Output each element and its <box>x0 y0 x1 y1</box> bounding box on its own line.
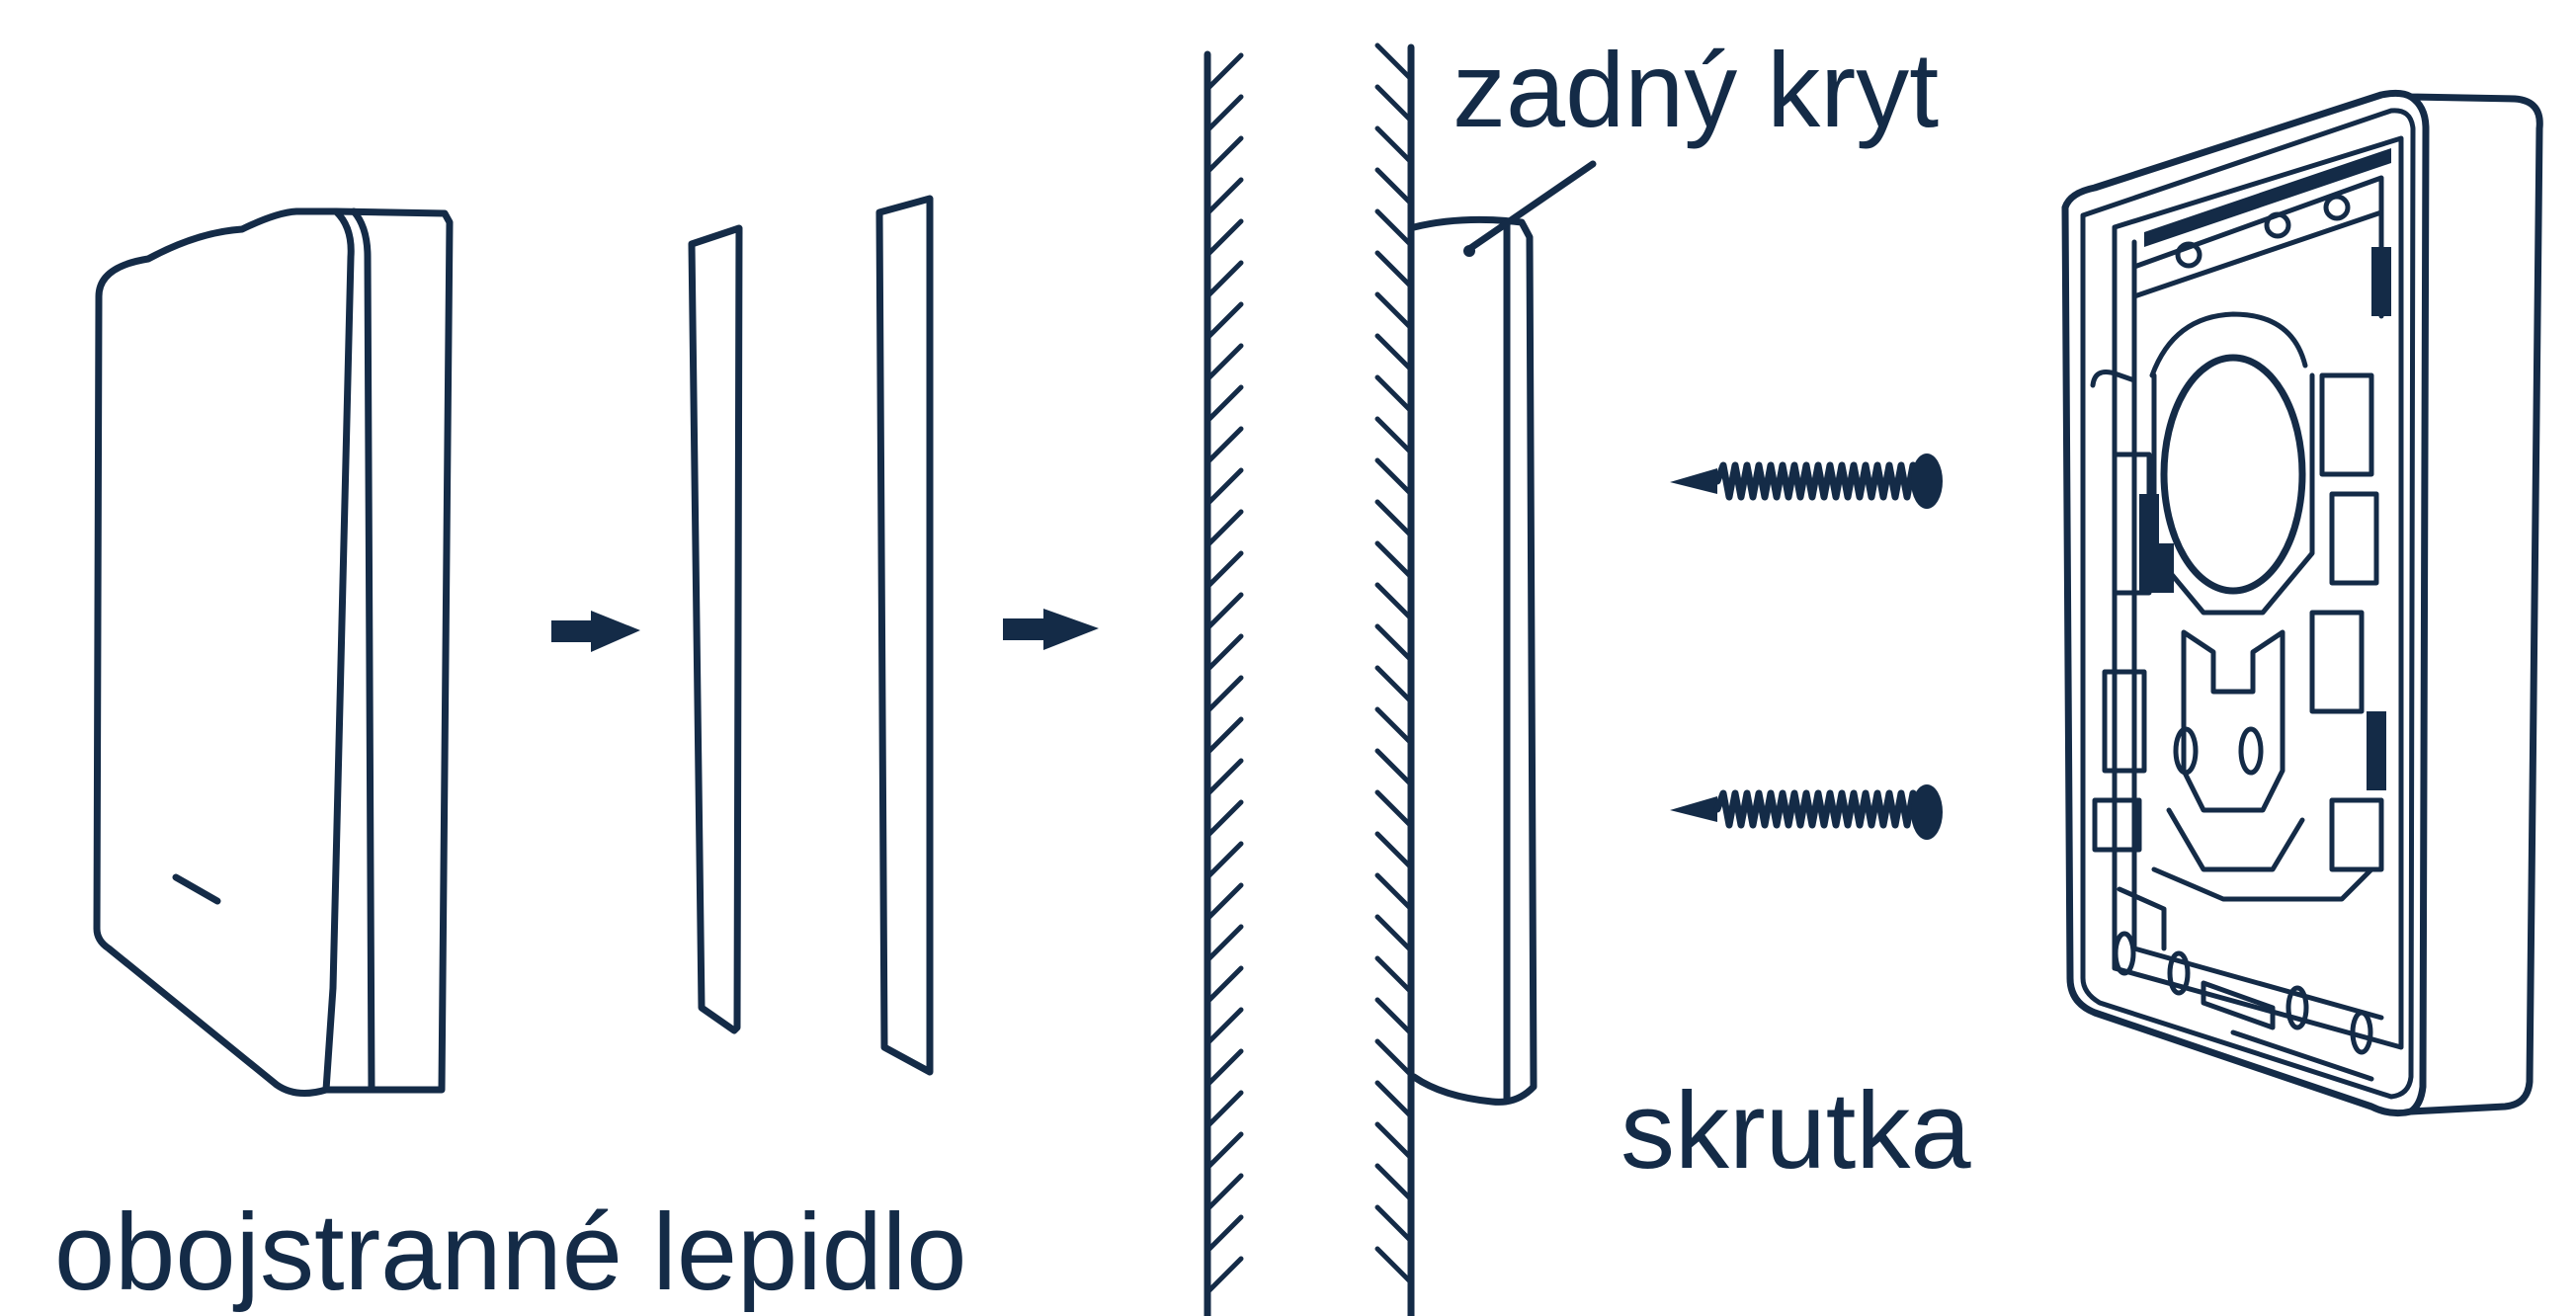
arrow-right-2 <box>1003 609 1099 650</box>
adhesive-strip-1 <box>688 224 743 1034</box>
label-double-sided-tape: obojstranné lepidlo <box>54 1192 966 1313</box>
label-screw: skrutka <box>1620 1070 1971 1192</box>
wall-right <box>1374 42 1415 1316</box>
switch-panel <box>93 207 454 1098</box>
arrow-right-1 <box>551 611 640 652</box>
screw-top <box>1670 453 1943 509</box>
back-cover-side <box>1410 160 1597 1106</box>
mounting-plate <box>2061 89 2543 1117</box>
screw-bottom <box>1670 784 1943 840</box>
adhesive-strip-2 <box>875 195 934 1076</box>
wall-left <box>1204 50 1244 1316</box>
label-back-cover: zadný kryt <box>1453 30 1939 149</box>
